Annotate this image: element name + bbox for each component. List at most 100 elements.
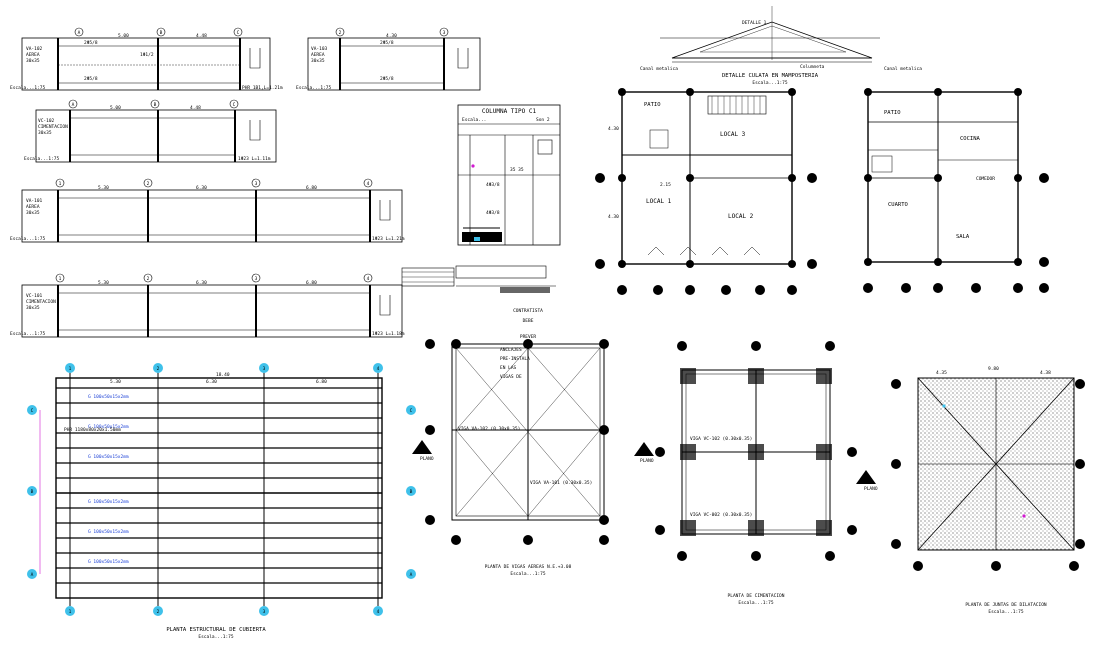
plan-title: PLANTA DE CIMENTACION: [728, 593, 785, 599]
bar-tag: 1Φ23 L=1.21m: [372, 236, 405, 242]
plan-scale: Escala...1:75: [988, 609, 1024, 615]
axis-label: 3: [443, 30, 446, 36]
beam-detail-va101: 1 2 3 4 5.30 6.30 6.80 VA-101 AEREA 30x3…: [10, 178, 405, 243]
axis-bubble: 2: [157, 609, 160, 615]
bar-label: 1Φ1/2: [140, 52, 154, 58]
purlin-label: G 100x50x15x2mm: [88, 529, 129, 535]
axis-label: B: [154, 102, 157, 108]
axis-bubble: 4: [377, 366, 380, 372]
axis-label: C: [233, 102, 236, 108]
plan-dim: 2.15: [660, 182, 671, 188]
axis-bubble: 3: [263, 366, 266, 372]
beam-sub: CIMENTACION: [38, 124, 68, 130]
beam-section: 30x35: [26, 305, 40, 311]
upper-floor-plan: PATIO COCINA COMEDOR CUARTO SALA: [863, 88, 1049, 293]
beam-detail-vc101: 1 2 3 4 5.30 6.30 6.80 VC-101 CIMENTACIO…: [10, 273, 405, 338]
beam-detail-va103: 2 3 4.30 VA-103 AEREA 30x35 Escala...1:7…: [296, 27, 481, 91]
room-label: SALA: [956, 234, 970, 240]
detail-note: Columneta: [800, 64, 825, 70]
span-dim: 5.00: [118, 33, 129, 39]
note-line: PRE-INSTALA: [500, 356, 530, 362]
room-label: COCINA: [960, 136, 981, 142]
beam-section: 30x35: [26, 58, 40, 64]
axis-label: 3: [255, 276, 258, 282]
column-detail: COLUMNA TIPO C1 Escala... Son 2 35 35 4Φ…: [457, 104, 561, 246]
room-label: LOCAL 2: [728, 213, 754, 220]
beam-name: VA-102: [26, 46, 43, 52]
plan-cubierta: G 100x50x15x2mm G 100x50x15x2mm G 100x50…: [27, 363, 416, 640]
span-dim: 6.30: [206, 379, 217, 385]
span-dim: 5.30: [98, 185, 109, 191]
span-dim: 4.48: [190, 105, 201, 111]
detail-note: DETALLE 1: [742, 20, 767, 26]
note-line: EN LAS: [500, 365, 517, 371]
axis-label: 4: [367, 181, 370, 187]
axis-bubble: 1: [69, 366, 72, 372]
axis-label: A: [72, 102, 75, 108]
axis-label: 1: [59, 276, 62, 282]
span-dim: 5.30: [98, 280, 109, 286]
beam-label: VIGA VC-102 (0.30x0.35): [690, 436, 752, 442]
beam-section: 30x35: [26, 210, 40, 216]
axis-label: 2: [147, 181, 150, 187]
roof-note: PHR 1180x80x20x1.50mm: [64, 427, 121, 433]
span-dim: 5.30: [110, 379, 121, 385]
column-title: COLUMNA TIPO C1: [482, 108, 537, 115]
column-sections: 35 35: [510, 167, 524, 173]
beam-scale: Escala...1:75: [10, 236, 46, 242]
column-bar: 4Φ3/8: [486, 182, 500, 188]
axis-bubble: 4: [377, 609, 380, 615]
room-label: PATIO: [884, 110, 901, 116]
bar-tag: PHR 1B1,L=1.21m: [242, 85, 283, 91]
beam-scale: Escala...1:75: [296, 85, 332, 91]
beam-label: VIGA VA-102 (0.30x0.35): [458, 426, 520, 432]
beam-sub: AEREA: [26, 52, 40, 58]
beam-scale: Escala...1:75: [24, 156, 60, 162]
axis-bubble: 2: [157, 366, 160, 372]
axis-bubble: B: [410, 489, 413, 495]
room-label: CUARTO: [888, 202, 908, 208]
beam-label: VIGA VA-101 (0.30x0.35): [530, 480, 592, 486]
beam-sub: CIMENTACION: [26, 299, 56, 305]
axis-bubble: C: [410, 408, 413, 414]
axis-bubble: 3: [263, 609, 266, 615]
span-dim: 6.30: [196, 280, 207, 286]
beam-sub: AEREA: [26, 204, 40, 210]
purlin-label: G 100x50x15x2mm: [88, 424, 129, 430]
beam-detail-vc102: A B C 5.00 4.48 VC-102 CIMENTACION 30x35…: [24, 99, 277, 163]
span-dim: 6.30: [196, 185, 207, 191]
section-marks: PLANO PLANO PLANO: [412, 440, 878, 492]
room-label: PATIO: [644, 102, 661, 108]
room-label: LOCAL 3: [720, 131, 746, 138]
beam-name: VC-102: [38, 118, 55, 124]
bar-label: 2Φ5/8: [84, 76, 98, 82]
detail-title: DETALLE CULATA EN MAMPOSTERIA: [722, 73, 819, 79]
plan-title: PLANTA ESTRUCTURAL DE CUBIERTA: [166, 627, 266, 633]
axis-label: 3: [255, 181, 258, 187]
plan-dim: 4.30: [608, 214, 619, 220]
note-line: DEBE: [523, 318, 534, 324]
axis-label: 2: [339, 30, 342, 36]
beam-section: 30x35: [311, 58, 325, 64]
purlin-label: G 100x50x15x2mm: [88, 454, 129, 460]
wall-section-detail: [401, 265, 556, 293]
total-dim: 18.40: [216, 372, 230, 378]
plan-dim: 4.38: [1040, 370, 1051, 376]
axis-bubble: A: [31, 572, 34, 578]
axis-label: B: [160, 30, 163, 36]
axis-bubble: 1: [69, 609, 72, 615]
beam-section: 30x35: [38, 130, 52, 136]
section-mark-label: PLANO: [864, 486, 878, 492]
span-dim: 5.00: [110, 105, 121, 111]
span-dim: 4.30: [386, 33, 397, 39]
plan-cimentacion: VIGA VC-102 (0.30x0.35) VIGA VC-002 (0.3…: [655, 341, 857, 606]
plan-scale: Escala...1:75: [510, 571, 546, 577]
room-label: COMEDOR: [976, 176, 995, 182]
note-line: ANCLAJES: [500, 347, 522, 353]
beam-sub: AEREA: [311, 52, 325, 58]
plan-dim: 4.35: [936, 370, 947, 376]
bar-label: 2Φ5/8: [380, 76, 394, 82]
ground-floor-plan: PATIO LOCAL 3 LOCAL 1 LOCAL 2 4.30 4.30 …: [595, 88, 817, 295]
beam-name: VA-101: [26, 198, 43, 204]
column-label: Son 2: [536, 117, 550, 123]
